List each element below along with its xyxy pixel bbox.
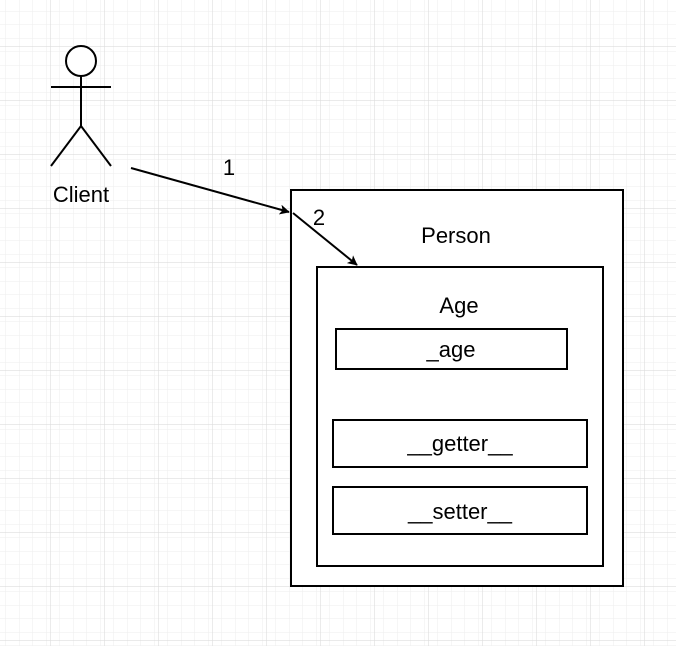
person-title: Person	[421, 223, 491, 248]
actor-label: Client	[53, 182, 109, 207]
arrow-client-to-person[interactable]	[130, 167, 290, 215]
setter-label: __setter__	[407, 499, 513, 524]
actor-head	[65, 45, 97, 77]
client-actor[interactable]	[50, 45, 112, 167]
actor-right-leg	[80, 125, 112, 167]
age-field-box[interactable]	[335, 328, 568, 370]
getter-label: __getter__	[406, 431, 513, 456]
setter-box[interactable]	[332, 486, 588, 535]
age-title: Age	[439, 293, 478, 318]
getter-box[interactable]	[332, 419, 588, 468]
arrow-person-to-age[interactable]	[292, 212, 358, 266]
arrow-2-label: 2	[313, 205, 325, 230]
actor-left-leg	[50, 125, 82, 167]
age-field-label: _age	[426, 337, 476, 362]
arrow-1-label: 1	[223, 155, 235, 180]
